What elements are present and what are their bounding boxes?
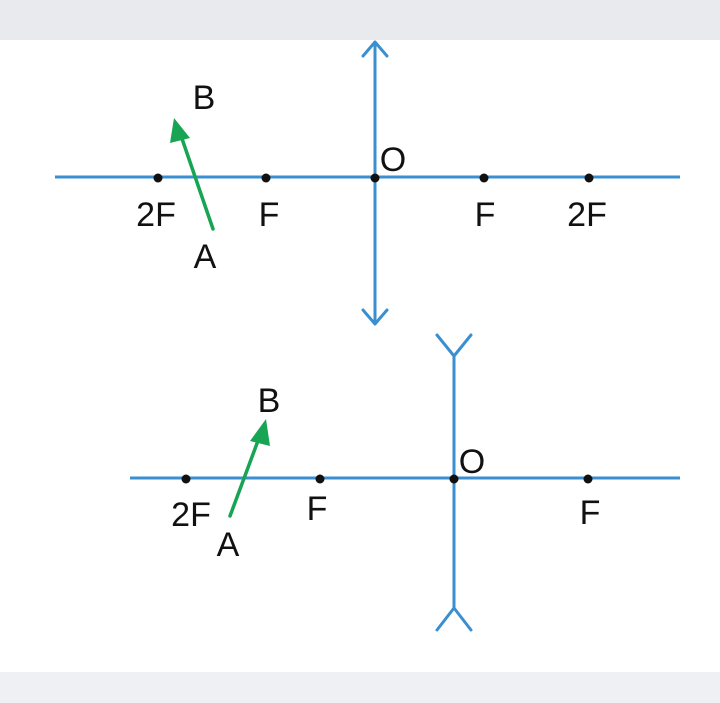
label-object-tail: A xyxy=(217,526,240,564)
lens-fork-bottom xyxy=(435,606,473,632)
object-arrowhead xyxy=(250,419,270,446)
object-arrow xyxy=(176,125,215,231)
diagram-panel xyxy=(0,40,720,672)
point-2f-left xyxy=(181,474,191,484)
label-2f-left: 2F xyxy=(171,496,211,534)
optical-center xyxy=(370,173,380,183)
label-object-tail: A xyxy=(194,238,217,276)
object-arrow xyxy=(228,428,264,518)
label-f-left: F xyxy=(307,490,328,528)
top-margin-band xyxy=(0,0,720,40)
point-2f-left xyxy=(153,173,163,183)
label-optical-center: O xyxy=(380,141,406,179)
point-f-left xyxy=(315,474,325,484)
point-2f-right xyxy=(584,173,594,183)
point-f-left xyxy=(261,173,271,183)
point-f-right xyxy=(479,173,489,183)
object-arrowhead xyxy=(170,118,190,143)
label-2f-right: 2F xyxy=(567,196,607,234)
label-object-head: B xyxy=(258,382,281,420)
bottom-margin-band xyxy=(0,672,720,703)
lens-arrow-bottom xyxy=(361,308,389,326)
optical-center xyxy=(449,474,459,484)
convex-lens-diagram: 2F F F 2F O A B xyxy=(55,40,680,326)
convex-lens xyxy=(361,40,389,326)
lens-arrow-top xyxy=(361,40,389,58)
label-2f-left: 2F xyxy=(136,196,176,234)
lens-fork-top xyxy=(435,333,473,358)
label-f-right: F xyxy=(580,494,601,532)
point-f-right xyxy=(583,474,593,484)
label-object-head: B xyxy=(193,79,216,117)
concave-lens-diagram: 2F F F O A B xyxy=(130,333,680,632)
label-optical-center: O xyxy=(459,443,485,481)
label-f-left: F xyxy=(259,196,280,234)
label-f-right: F xyxy=(475,196,496,234)
